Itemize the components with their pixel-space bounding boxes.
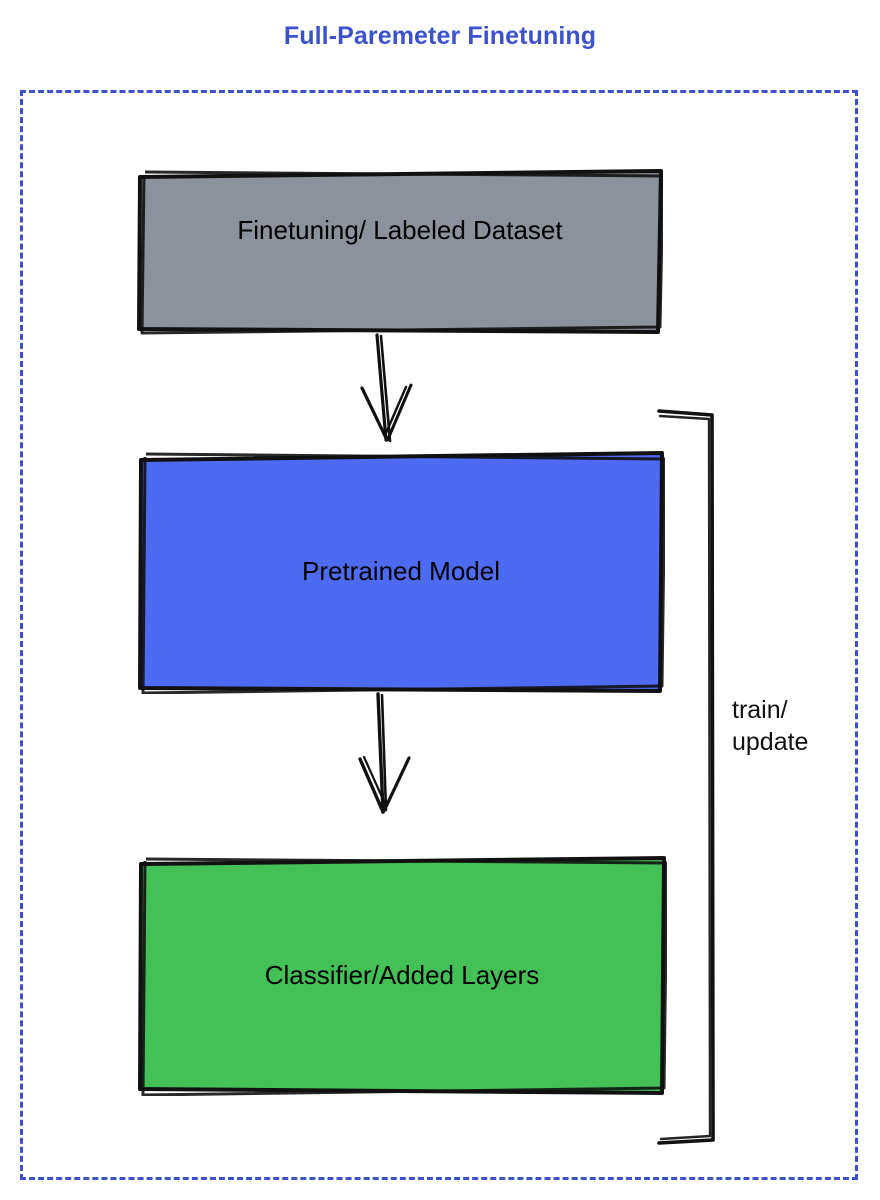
node-label-pretrained: Pretrained Model xyxy=(302,556,500,587)
edge-label-line-1: train/ xyxy=(732,696,788,724)
page-title: Full-Paremeter Finetuning xyxy=(283,22,597,50)
node-finetuning-labeled-dataset[interactable]: Finetuning/ Labeled Dataset xyxy=(137,169,663,335)
edge-label-line-2: update xyxy=(732,728,809,756)
sketch-rect-outline xyxy=(137,169,663,335)
diagram-dashed-frame xyxy=(20,90,858,1180)
node-classifier-added-layers[interactable]: Classifier/Added Layers xyxy=(137,855,667,1096)
node-label-classifier: Classifier/Added Layers xyxy=(264,959,540,990)
node-pretrained-model[interactable]: Pretrained Model xyxy=(137,450,665,694)
node-label-dataset: Finetuning/ Labeled Dataset xyxy=(237,215,563,245)
edge-label-train-update: train/ update xyxy=(732,694,852,758)
